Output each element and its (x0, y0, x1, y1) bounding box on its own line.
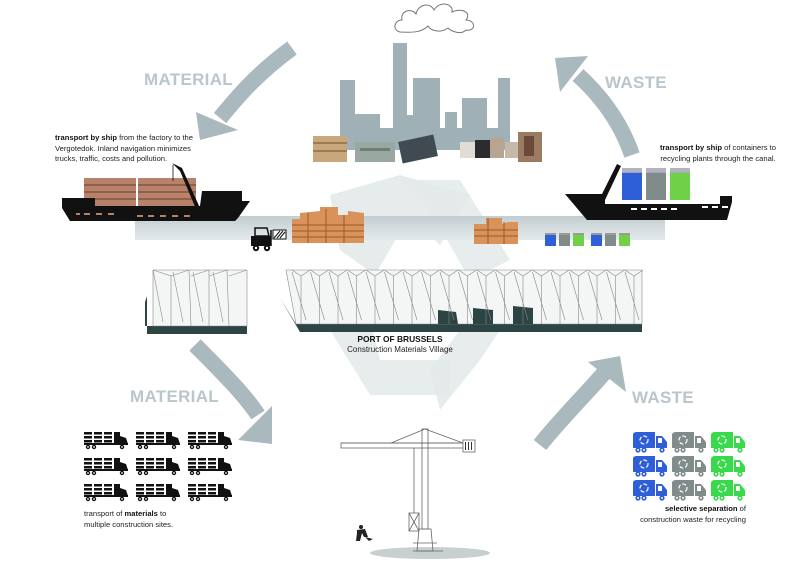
caption-bold: materials (124, 509, 158, 518)
caption-text: Vergotedok. Inland navigation minimizes (55, 143, 191, 153)
construction-materials-pile (313, 132, 542, 164)
flow-label-material-top: MATERIAL (144, 70, 233, 89)
center-title: PORT OF BRUSSELS (357, 334, 443, 344)
material-truck-icon (188, 430, 236, 455)
caption-text: from the factory to the (117, 133, 194, 142)
flow-label-waste-top: WASTE (605, 73, 667, 92)
pallet-stack-small (474, 218, 518, 244)
caption-waste-trucks: selective separation of construction was… (620, 504, 746, 525)
smoke-cloud-icon (394, 3, 474, 34)
warehouse-bay (328, 269, 348, 324)
recycling-bins-row (545, 231, 635, 246)
caption-bold: transport by ship (55, 133, 118, 142)
caption-text: trucks, traffic, costs and pollution. (55, 154, 168, 163)
material-truck-icon (188, 456, 236, 481)
forklift-icon (251, 227, 287, 252)
waste-truck-icon (633, 480, 669, 507)
warehouse-small (145, 269, 248, 334)
warehouse-bay (347, 269, 366, 324)
material-trucks-grid (84, 430, 244, 505)
flow-label-material-bottom: MATERIAL (130, 387, 219, 406)
warehouse-bay (550, 269, 570, 324)
warehouse-bay (569, 269, 588, 324)
material-truck-icon (84, 482, 132, 507)
warehouse-bay (421, 269, 440, 324)
caption-text: of containers to (721, 143, 777, 152)
warehouse-bay (310, 269, 329, 324)
caption-text: recycling plants through the canal. (660, 153, 776, 163)
caption-bold: transport by ship (659, 143, 722, 152)
warehouse-bay (513, 269, 533, 324)
waste-truck-icon (672, 456, 708, 483)
caption-ship-outbound: transport by ship of containers to recyc… (643, 143, 793, 164)
warehouse-bay (495, 269, 514, 324)
waste-truck-icon (633, 432, 669, 459)
caption-text: of (737, 504, 746, 513)
bin-green (573, 233, 584, 246)
warehouse-bay (587, 269, 607, 324)
flow-label-waste-bottom: WASTE (632, 388, 694, 407)
warehouse-bay (384, 269, 403, 324)
waste-truck-icon (711, 480, 747, 507)
material-truck-icon (84, 456, 132, 481)
waste-truck-icon (672, 480, 708, 507)
bin-grey (605, 233, 616, 246)
tower-crane-icon (340, 428, 490, 559)
warehouse-bay (624, 269, 644, 324)
waste-truck-icon (633, 456, 669, 483)
warehouse-bay (439, 269, 459, 324)
caption-text: multiple construction sites. (84, 519, 174, 529)
warehouse-bay (402, 269, 422, 324)
warehouse-bay (365, 269, 385, 324)
caption-text: construction waste for recycling (640, 514, 746, 524)
waste-trucks-grid (633, 432, 748, 504)
material-truck-icon (136, 430, 184, 455)
caption-material-trucks: transport of materials to multiple const… (84, 509, 214, 530)
warehouse-bay (458, 269, 477, 324)
bin-blue (591, 233, 602, 246)
warehouse-bay (532, 269, 551, 324)
material-truck-icon (84, 430, 132, 455)
material-truck-icon (136, 482, 184, 507)
cargo-ship-outbound (565, 164, 732, 220)
waste-truck-icon (711, 456, 747, 483)
bin-green (619, 233, 630, 246)
warehouse-bay (476, 269, 496, 324)
caption-text: transport of (84, 509, 125, 518)
warehouse-bay (606, 269, 625, 324)
warehouse-large (280, 269, 644, 332)
waste-truck-icon (672, 432, 708, 459)
caption-ship-inbound: transport by ship from the factory to th… (55, 133, 205, 165)
material-truck-icon (188, 482, 236, 507)
center-subtitle: Construction Materials Village (347, 345, 453, 354)
material-truck-icon (136, 456, 184, 481)
caption-bold: selective separation (664, 504, 738, 513)
bin-grey (559, 233, 570, 246)
caption-text: to (157, 509, 167, 518)
waste-truck-icon (711, 432, 747, 459)
warehouse-bay (291, 269, 311, 324)
cargo-ship-inbound (62, 163, 250, 221)
bin-blue (545, 233, 556, 246)
pallet-stack-large (292, 207, 364, 243)
